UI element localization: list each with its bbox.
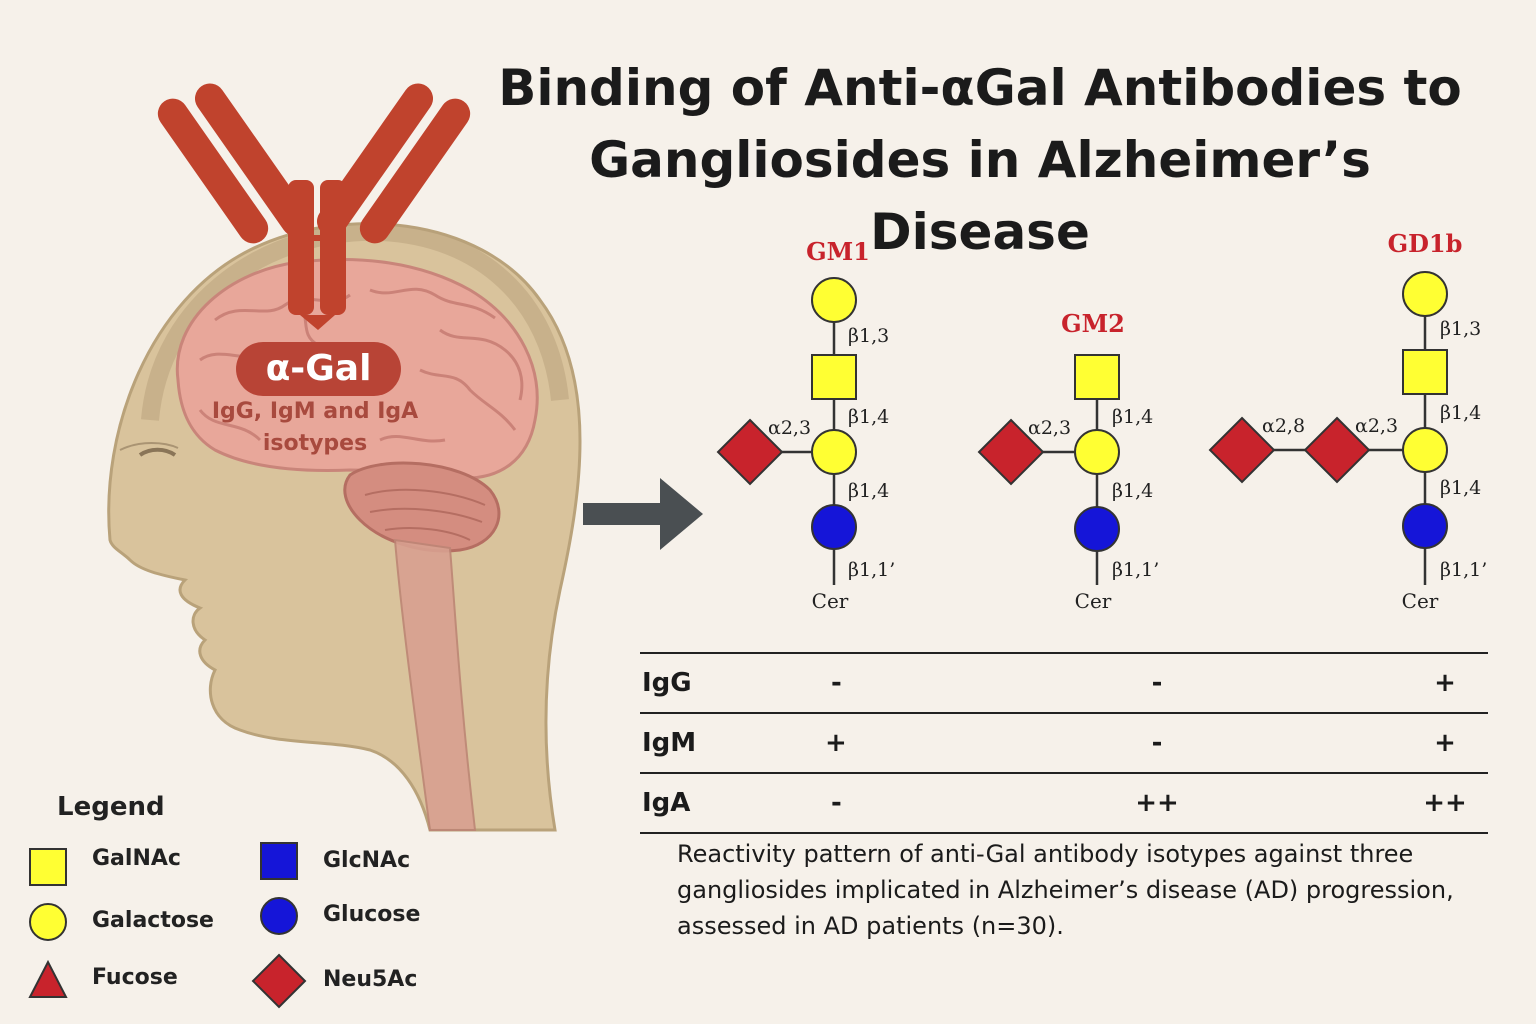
alpha-gal-badge: α-Gal <box>236 342 401 396</box>
legend-galnac-square <box>29 848 67 886</box>
galactose-circle <box>1074 429 1120 475</box>
galnac-square <box>1402 349 1448 395</box>
gm2-cell: ++ <box>972 772 1323 834</box>
linkage-label: β1,4 <box>848 406 889 428</box>
legend-shapes <box>28 842 307 1009</box>
table-row: IgA - ++ ++ <box>640 772 1488 834</box>
isotypes-label: IgG, IgM and IgA isotypes <box>190 396 440 460</box>
legend-label-fucose: Fucose <box>92 965 178 990</box>
legend-label-galactose: Galactose <box>92 908 214 933</box>
brainstem <box>393 538 477 831</box>
isotype-cell: IgM <box>640 712 763 773</box>
legend-glucose-circle <box>260 897 298 935</box>
linkage-label: β1,1’ <box>1440 559 1487 581</box>
branch-linkage-label: α2,8 <box>1262 415 1305 437</box>
legend-neu5ac-diamond <box>251 953 307 1009</box>
legend-label-glucose: Glucose <box>323 902 421 927</box>
gm1-cell: - <box>763 652 972 713</box>
figure-caption: Reactivity pattern of anti-Gal antibody … <box>677 840 1454 940</box>
legend-fucose-triangle <box>28 959 68 998</box>
gm1-cell: - <box>763 772 972 834</box>
isotypes-line-2: isotypes <box>262 431 368 456</box>
gd1b-cell: + <box>1323 712 1488 773</box>
cerebellum <box>343 461 501 553</box>
linkage-label: β1,4 <box>1112 406 1153 428</box>
structure-gm1: GM1 β1,3 β1,4 β1,4 β1,1’ α2,3 Cer <box>716 237 895 613</box>
page-title: Binding of Anti-αGal Antibodies to Gangl… <box>480 52 1480 268</box>
branch-linkage-label: α2,3 <box>768 417 811 439</box>
structure-gd1b: GD1b β1,3 β1,4 β1,4 β1,1’ α2,8 α2,3 Cer <box>1208 229 1487 613</box>
linkage-label: β1,4 <box>1112 480 1153 502</box>
linkage-label: β1,4 <box>848 480 889 502</box>
table-row: IgG - - + <box>640 652 1488 713</box>
ganglioside-name: GM1 <box>806 237 870 266</box>
isotype-cell: IgA <box>640 772 763 834</box>
galnac-square <box>811 354 857 400</box>
glucose-circle <box>811 504 857 550</box>
legend-label-galnac: GalNAc <box>92 846 181 871</box>
galactose-circle <box>1402 427 1448 473</box>
ceramide-label: Cer <box>1402 589 1439 613</box>
isotype-cell: IgG <box>640 652 763 713</box>
structure-gm2: GM2 β1,4 β1,4 β1,1’ α2,3 Cer <box>977 309 1159 613</box>
ganglioside-name: GD1b <box>1388 229 1463 258</box>
ceramide-label: Cer <box>1075 589 1112 613</box>
glucose-circle <box>1402 503 1448 549</box>
branch-linkage-label: α2,3 <box>1028 417 1071 439</box>
gm1-cell: + <box>763 712 972 773</box>
neu5ac-diamond <box>1303 416 1371 484</box>
table-row: IgM + - + <box>640 712 1488 773</box>
galactose-circle <box>1402 271 1448 317</box>
linkage-label: β1,1’ <box>848 559 895 581</box>
arrow-right-icon <box>583 478 703 550</box>
branch-linkage-label: α2,3 <box>1355 415 1398 437</box>
neu5ac-diamond <box>716 418 784 486</box>
neu5ac-diamond <box>1208 416 1276 484</box>
isotypes-line-1: IgG, IgM and IgA <box>211 399 419 424</box>
reactivity-table: IgG - - + IgM + - + IgA - ++ ++ <box>640 652 1488 834</box>
legend-galactose-circle <box>29 903 67 941</box>
title-line-2: Gangliosides in Alzheimer’s Disease <box>589 131 1371 261</box>
linkage-label: β1,4 <box>1440 477 1481 499</box>
legend-label-neu5ac: Neu5Ac <box>323 967 418 992</box>
legend-label-glcnac: GlcNAc <box>323 848 411 873</box>
galactose-circle <box>811 429 857 475</box>
gd1b-cell: + <box>1323 652 1488 713</box>
ceramide-label: Cer <box>812 589 849 613</box>
gd1b-cell: ++ <box>1323 772 1488 834</box>
legend-glcnac-square <box>260 842 298 880</box>
legend-title: Legend <box>57 792 165 822</box>
linkage-label: β1,3 <box>848 325 889 347</box>
glucose-circle <box>1074 506 1120 552</box>
gm2-cell: - <box>972 652 1323 713</box>
title-line-1: Binding of Anti-αGal Antibodies to <box>498 59 1462 117</box>
antibody-icon <box>157 83 471 330</box>
ganglioside-structures: GM1 β1,3 β1,4 β1,4 β1,1’ α2,3 Cer GM2 β1… <box>716 229 1487 613</box>
galnac-square <box>1074 354 1120 400</box>
linkage-label: β1,1’ <box>1112 559 1159 581</box>
linkage-label: β1,3 <box>1440 318 1481 340</box>
galactose-circle <box>811 277 857 323</box>
ganglioside-name: GM2 <box>1061 309 1125 338</box>
linkage-label: β1,4 <box>1440 402 1481 424</box>
gm2-cell: - <box>972 712 1323 773</box>
neu5ac-diamond <box>977 418 1045 486</box>
